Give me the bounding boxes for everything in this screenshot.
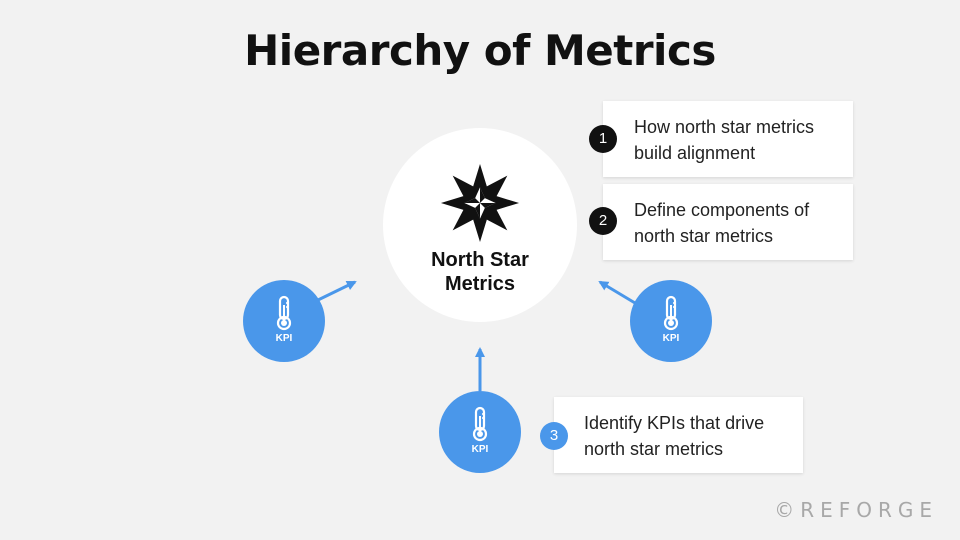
step-card-1: How north star metrics build alignment — [603, 101, 853, 177]
kpi-label: KPI — [662, 333, 680, 344]
slide-title: Hierarchy of Metrics — [244, 26, 716, 75]
kpi-circle-right: KPI — [630, 280, 712, 362]
kpi-circle-bottom: KPI — [439, 391, 521, 473]
step-number-badge: 3 — [540, 422, 568, 450]
step-card-3: Identify KPIs that drive north star metr… — [554, 397, 803, 473]
step-number-badge: 1 — [589, 125, 617, 153]
north-star-circle: North Star Metrics — [383, 128, 577, 322]
brand-logo: ©REFORGE — [774, 498, 938, 522]
arrow-left-kpi — [317, 280, 357, 302]
north-star-label-line: North Star Metrics — [431, 249, 529, 295]
step-text: How north star metrics build alignment — [634, 117, 815, 163]
kpi-circle-left: KPI — [243, 280, 325, 362]
compass-star-icon — [440, 163, 520, 243]
arrow-right-kpi — [598, 280, 636, 305]
thermometer-icon — [663, 295, 679, 331]
step-number-badge: 2 — [589, 207, 617, 235]
kpi-label: KPI — [471, 444, 489, 455]
north-star-label: North Star Metrics — [383, 248, 577, 296]
thermometer-icon — [276, 295, 292, 331]
step-text: Identify KPIs that drive north star metr… — [584, 413, 765, 459]
step-text: Define components of north star metrics — [634, 200, 810, 246]
thermometer-icon — [472, 406, 488, 442]
kpi-label: KPI — [275, 333, 293, 344]
step-card-2: Define components of north star metrics — [603, 184, 853, 260]
